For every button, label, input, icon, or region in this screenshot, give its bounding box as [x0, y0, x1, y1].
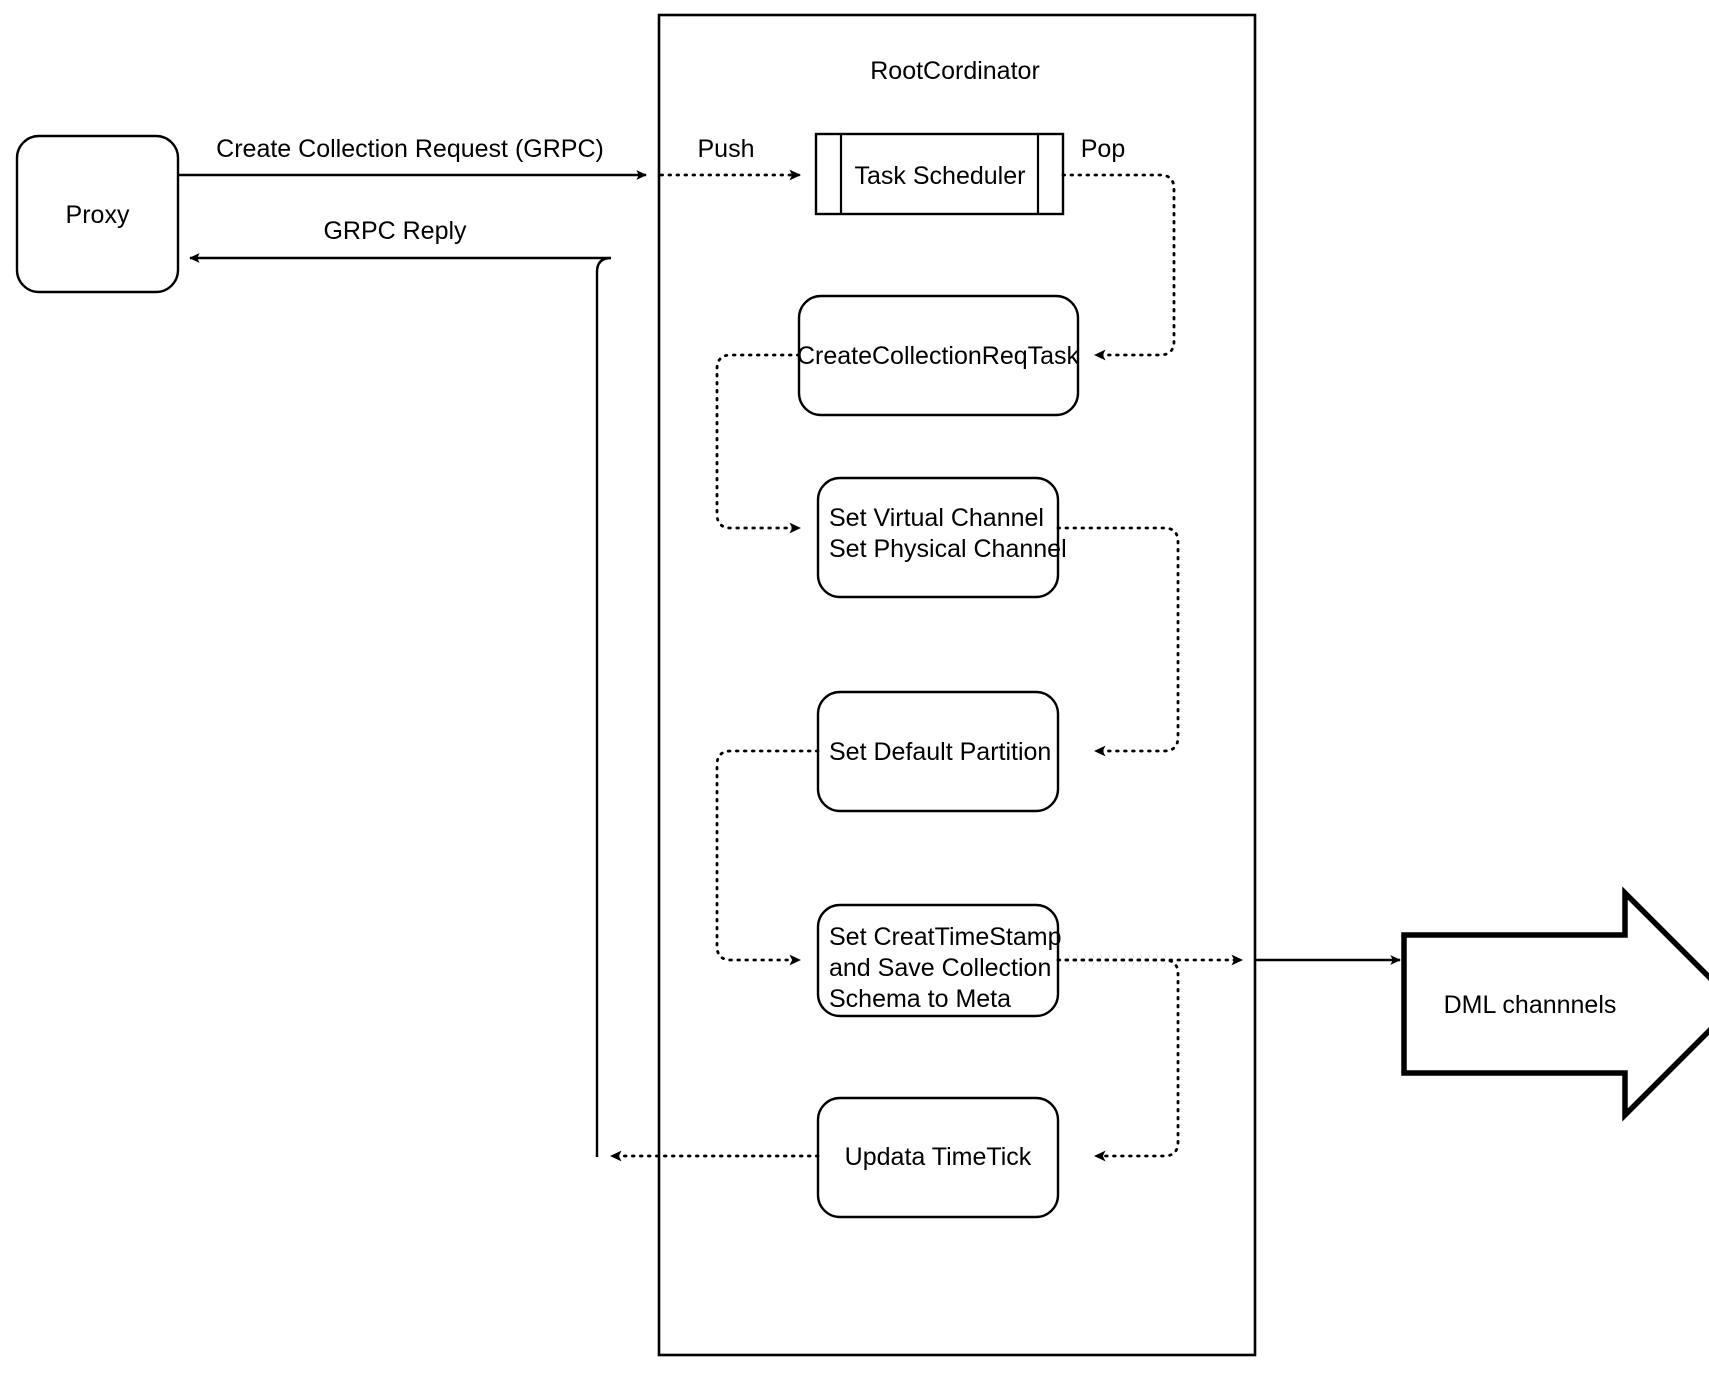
edge-grpc-reply: GRPC Reply	[189, 217, 612, 1157]
node-set-timestamp[interactable]: Set CreatTimeStamp and Save Collection S…	[816, 903, 1061, 1018]
node-task-scheduler[interactable]: Task Scheduler	[814, 132, 1065, 216]
node-set-default-partition[interactable]: Set Default Partition	[816, 690, 1060, 813]
node-set-channel[interactable]: Set Virtual Channel Set Physical Channel	[816, 476, 1067, 599]
edge-task-to-channel	[715, 353, 802, 534]
edge-pop-label: Pop	[1081, 135, 1125, 163]
node-create-collection-req-task-label: CreateCollectionReqTask	[797, 342, 1080, 370]
node-set-timestamp-line1: Set CreatTimeStamp	[829, 923, 1061, 951]
edge-channel-to-partition	[1056, 526, 1180, 757]
node-set-timestamp-line2: and Save Collection	[829, 954, 1051, 982]
edge-push-label: Push	[698, 135, 755, 163]
node-set-channel-line1: Set Virtual Channel	[829, 504, 1044, 532]
edge-grpc-reply-label: GRPC Reply	[323, 217, 467, 245]
node-set-default-partition-label: Set Default Partition	[829, 738, 1051, 766]
node-proxy-label: Proxy	[66, 201, 130, 229]
node-set-timestamp-line3: Schema to Meta	[829, 985, 1011, 1013]
edge-pop: Pop	[1061, 135, 1176, 361]
node-dml-channels[interactable]: DML channnels	[1401, 886, 1709, 1122]
node-create-collection-req-task[interactable]: CreateCollectionReqTask	[797, 294, 1080, 417]
node-set-channel-line2: Set Physical Channel	[829, 535, 1067, 563]
edge-push: Push	[659, 135, 802, 181]
edge-create-collection-request: Create Collection Request (GRPC)	[178, 135, 647, 180]
rootcordinator-container: RootCordinator	[657, 13, 1257, 1357]
node-proxy[interactable]: Proxy	[15, 134, 180, 294]
rootcordinator-label: RootCordinator	[870, 57, 1040, 85]
node-updata-timetick[interactable]: Updata TimeTick	[816, 1096, 1060, 1219]
edge-timestamp-to-timetick	[1056, 958, 1180, 1162]
edge-create-collection-request-label: Create Collection Request (GRPC)	[216, 135, 604, 163]
node-task-scheduler-label: Task Scheduler	[855, 162, 1026, 190]
edge-partition-to-timestamp	[715, 749, 820, 966]
node-dml-channels-label: DML channnels	[1444, 991, 1617, 1019]
node-updata-timetick-label: Updata TimeTick	[845, 1143, 1032, 1171]
